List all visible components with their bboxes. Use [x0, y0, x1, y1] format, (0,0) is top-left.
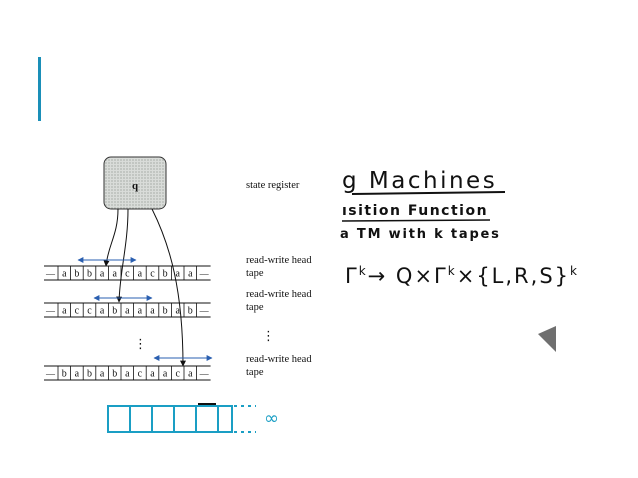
- slide-title: g Machines: [342, 168, 498, 194]
- label-ellipsis: ⋮: [262, 329, 275, 344]
- rw-head-label-3: read-write head: [246, 354, 312, 365]
- tape-cell: a: [100, 306, 105, 317]
- tape-cell: a: [125, 306, 130, 317]
- tape-cell: c: [150, 269, 155, 280]
- infinite-tape-cell: [195, 405, 219, 433]
- tape-cell: a: [62, 306, 67, 317]
- tape-cell: a: [150, 306, 155, 317]
- tape-cell: a: [175, 269, 180, 280]
- tape-cell: a: [75, 369, 80, 380]
- formula-exp-1: k: [358, 264, 368, 278]
- tape-cell: a: [175, 306, 180, 317]
- tape-edge-right: —: [199, 306, 210, 316]
- tape-cell: b: [163, 269, 168, 280]
- tape-cell: b: [87, 269, 92, 280]
- infinite-tape-cell: [217, 405, 233, 433]
- tape-cell: b: [74, 269, 79, 280]
- head-line-3: [151, 208, 186, 367]
- infinite-tape-cell: [173, 405, 197, 433]
- tape-cell: a: [112, 269, 117, 280]
- tape-edge-right: —: [199, 269, 210, 279]
- infinite-tape-cell: [129, 405, 153, 433]
- tape-cell: a: [138, 306, 143, 317]
- head-line-2: [116, 208, 129, 303]
- infinite-tape-cell: [107, 405, 131, 433]
- title-underline: [351, 191, 506, 195]
- pointer-shape: [538, 326, 556, 352]
- accent-bar: [38, 57, 41, 121]
- tape-cell: b: [62, 369, 67, 380]
- tape-cell: b: [188, 306, 193, 317]
- tape-label-2: tape: [246, 302, 264, 313]
- tape-cell: c: [75, 306, 80, 317]
- rw-head-label-2: read-write head: [246, 289, 312, 300]
- tape-cell: a: [100, 369, 105, 380]
- tape-cell: a: [150, 369, 155, 380]
- tape-cell: a: [138, 269, 143, 280]
- tape-cell: a: [62, 269, 67, 280]
- tape-cell: b: [112, 306, 117, 317]
- tape-cell: a: [100, 269, 105, 280]
- infinite-tape-cell: [151, 405, 175, 433]
- rw-head-label-1: read-write head: [246, 255, 312, 266]
- formula-exp-3: k: [570, 264, 579, 278]
- head-line-1: [103, 208, 119, 267]
- tape-edge-right: —: [199, 369, 210, 379]
- formula-arrow: → Q×Γ: [367, 264, 448, 288]
- tape-label-1: tape: [246, 268, 264, 279]
- tape-cell: b: [112, 369, 117, 380]
- state-register-label: state register: [246, 180, 300, 191]
- tape-edge-left: —: [45, 306, 56, 316]
- formula-exp-2: k: [447, 264, 457, 278]
- tape-cell: b: [163, 306, 168, 317]
- tape-cell: c: [175, 369, 180, 380]
- tape-cell: b: [87, 369, 92, 380]
- tape-cell: c: [138, 369, 143, 380]
- tape-cell: c: [87, 306, 92, 317]
- tape-cell: a: [125, 369, 130, 380]
- slide-subtitle-2: a TM with k tapes: [340, 227, 501, 242]
- tape-label-3: tape: [246, 367, 264, 378]
- formula-gamma: Γ: [345, 264, 359, 288]
- tape-cell: a: [188, 269, 193, 280]
- subtitle-underline: [341, 219, 491, 222]
- tape-cell: a: [188, 369, 193, 380]
- tape-cell: a: [163, 369, 168, 380]
- tape-edge-left: —: [45, 369, 56, 379]
- slide-subtitle: ısition Function: [342, 203, 489, 219]
- transition-formula: Γk→ Q×Γk×{L,R,S}k: [345, 264, 579, 288]
- infinity-symbol: ∞: [264, 408, 279, 429]
- formula-set: ×{L,R,S}: [456, 264, 571, 288]
- state-label: q: [132, 180, 139, 192]
- tape-ellipsis: ⋮: [134, 337, 147, 352]
- tape-cell: c: [125, 269, 130, 280]
- infinite-tape: [107, 405, 256, 433]
- tape-edge-left: —: [45, 269, 56, 279]
- state-register-box: [103, 156, 167, 210]
